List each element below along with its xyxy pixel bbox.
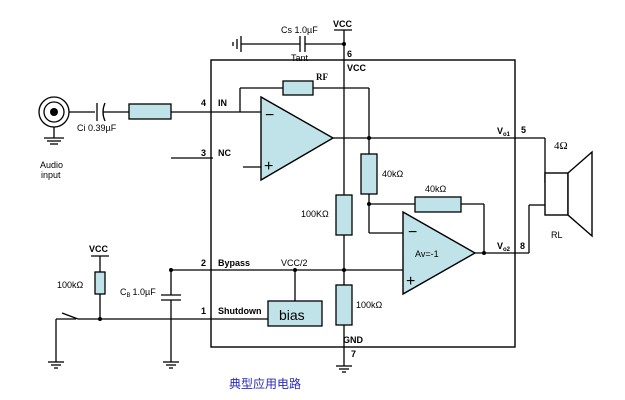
speaker-icon [544,150,593,238]
bias-block [267,300,323,327]
rf-label: RF [316,72,328,82]
resistor-40k-vertical [360,153,378,195]
pin3-label: 3 [201,148,206,158]
r40k1-label: 40kΩ [382,169,404,179]
cs-label: Cs 1.0µF [281,25,318,35]
ground-symbol-ic [336,365,352,373]
r40k2-label: 40kΩ [425,184,447,194]
rl-label: RL [551,230,563,240]
pin8-label: 8 [520,241,525,251]
junction-dot [367,202,371,206]
amp2-minus: − [408,224,417,241]
amplifier-2-triangle [402,210,477,296]
pin7-label: 7 [351,349,356,359]
ground-symbol-cb [163,361,179,369]
rf-resistor [282,80,314,96]
cb-capacitor [161,294,181,301]
bypass-label: Bypass [218,258,250,268]
vo1-label: Vo1 [497,126,511,138]
cs-capacitor [241,36,344,52]
ground-symbol-cs [232,36,242,52]
vcc-top-label: VCC [333,19,353,29]
bias-label: bias [279,307,305,323]
vcc-ic-label: VCC [347,63,367,73]
amp1-plus: + [264,158,273,175]
audio-label-line1: Audio [40,160,63,170]
nc-label: NC [218,148,231,158]
rl-ohm-label: 4Ω [554,140,568,152]
audio-label-line2: input [41,170,61,180]
vo2-label: Vo2 [497,241,511,253]
amp1-minus: − [265,107,274,124]
input-resistor [128,103,172,120]
pin5-label: 5 [521,125,526,135]
amplifier-1-triangle [260,95,335,182]
resistor-40k-horizontal [414,196,462,213]
vcc2-label: VCC/2 [281,258,308,268]
pin1-label: 1 [201,306,206,316]
resistor-100k-upper [335,194,353,236]
junction-dot [482,251,486,255]
r100k1-label: 100KΩ [301,209,329,219]
pin2-label: 2 [201,258,206,268]
gnd-label: GND [343,335,364,345]
shutdown-switch [56,312,100,320]
avm1-label: Av=-1 [415,249,439,259]
diagram-caption: 典型应用电路 [229,376,301,391]
pin4-label: 4 [201,98,206,108]
junction-dot [342,268,346,272]
amp2-plus: + [406,273,415,290]
vcc-left-label: VCC [89,244,109,254]
junction-dot [342,42,346,46]
ci-label: Ci 0.39µF [77,123,117,133]
pin6-label: 6 [347,49,352,59]
shutdown-label: Shutdown [218,306,262,316]
resistor-100k-pullup [94,271,106,295]
in-label: IN [218,98,227,108]
resistor-100k-lower [335,284,353,326]
ground-symbol-switch [48,361,64,369]
tant-label: Tant [291,53,309,63]
r100k-left-label: 100kΩ [57,280,84,290]
r100k2-label: 100kΩ [356,300,383,310]
audio-jack-icon [38,96,70,145]
